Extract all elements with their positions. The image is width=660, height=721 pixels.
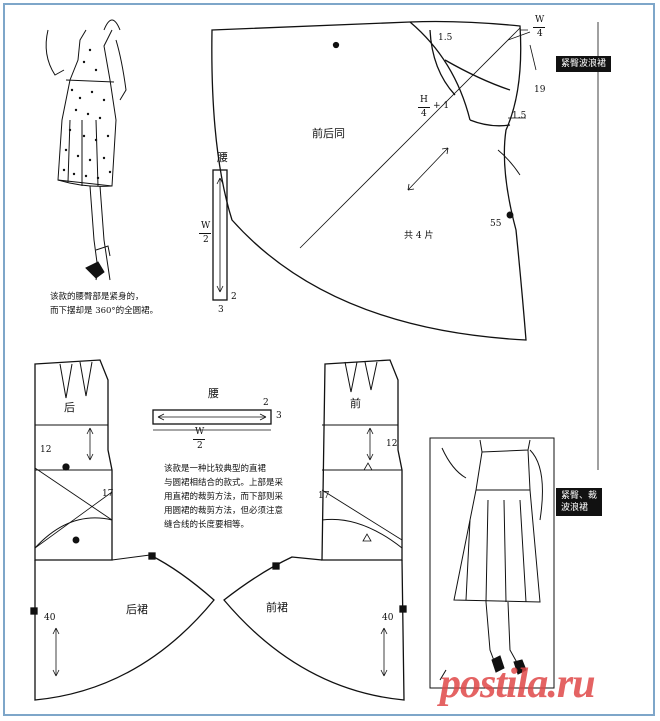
measure-55: 55 — [490, 219, 502, 229]
measure-w: W — [535, 15, 545, 25]
measure-h-fraction-bar — [418, 107, 430, 108]
pieces-count-label: 共 4 片 — [404, 231, 434, 241]
measure-h: H — [420, 95, 428, 105]
waistband-vertical-fraction-bar — [199, 233, 211, 234]
top-panel-label: 前后同 — [312, 127, 345, 140]
waistband-vertical-depth: 3 — [218, 305, 224, 315]
back-measure-17: 17 — [102, 489, 114, 499]
front-measure-40: 40 — [382, 613, 394, 623]
back-yoke-label: 后 — [64, 401, 75, 414]
back-skirt-flare — [34, 554, 215, 701]
waistband-horizontal-w-div: 2 — [197, 441, 203, 451]
middle-caption-line-1: 该款是一种比较典型的直裙 — [164, 464, 267, 474]
middle-caption-line-4: 用圆裙的裁剪方法，但必须注意 — [164, 506, 284, 516]
page-frame — [3, 3, 655, 716]
measure-19: 19 — [534, 85, 546, 95]
top-caption: 该款的腰臀部是紧身的， 而下摆却是 360°的全圆裙。 — [50, 290, 158, 318]
waistband-horizontal-width: 2 — [263, 398, 269, 408]
grainline-diagonal — [299, 27, 521, 249]
top-caption-line-1: 该款的腰臀部是紧身的， — [50, 292, 144, 302]
waistband-vertical-w-div: 2 — [203, 235, 209, 245]
middle-caption-line-3: 用直裙的裁剪方法，而下部则采 — [164, 492, 284, 502]
waistband-horizontal-fraction-bar — [193, 439, 205, 440]
top-panel-waist-curve — [409, 21, 471, 121]
waistband-horizontal-depth: 3 — [276, 411, 282, 421]
middle-caption-line-5: 缝合线的长度要相等。 — [164, 520, 250, 530]
front-skirt-flare — [223, 556, 405, 701]
front-yoke — [321, 359, 403, 561]
bottom-right-tag: 紧臀、裁 波浪裙 — [556, 488, 603, 516]
waistband-vertical-w: W — [201, 221, 211, 231]
back-yoke — [34, 359, 113, 561]
bottom-figure-frame — [429, 437, 555, 689]
measure-h-div: 4 — [421, 109, 427, 119]
measure-w-fraction-bar — [533, 27, 545, 28]
measure-1-5-top: 1.5 — [438, 33, 453, 43]
back-measure-12: 12 — [40, 445, 52, 455]
back-measure-40: 40 — [44, 613, 56, 623]
waistband-horizontal-title: 腰 — [208, 387, 219, 400]
bottom-figure-illustration — [439, 439, 543, 681]
middle-caption: 该款是一种比较典型的直裙 与圆裙相结合的款式。上部是采 用直裙的裁剪方法，而下部… — [164, 462, 283, 532]
top-caption-line-2: 而下摆却是 360°的全圆裙。 — [50, 306, 159, 316]
middle-caption-line-2: 与圆裙相结合的款式。上部是采 — [164, 478, 284, 488]
waistband-vertical-width: 2 — [231, 292, 237, 302]
waistband-horizontal — [152, 409, 272, 425]
measure-w-div: 4 — [537, 29, 543, 39]
front-measure-12: 12 — [386, 439, 398, 449]
waistband-vertical-title: 腰 — [217, 151, 228, 164]
waistband-horizontal-w: W — [195, 427, 205, 437]
bottom-right-tag-line-2: 波浪裙 — [561, 503, 589, 513]
measure-plus-1: + 1 — [433, 101, 450, 111]
waistband-vertical — [212, 169, 228, 301]
top-right-tag: 紧臀波浪裙 — [556, 56, 612, 72]
back-skirt-label: 后裙 — [126, 603, 148, 616]
measure-1-5-side: 1.5 — [512, 111, 527, 121]
front-measure-17: 17 — [318, 491, 330, 501]
bottom-right-tag-line-1: 紧臀、裁 — [561, 491, 598, 501]
front-yoke-label: 前 — [350, 397, 361, 410]
watermark-text: postila.ru — [440, 661, 596, 707]
top-figure-illustration — [45, 19, 127, 281]
top-panel-outline — [211, 20, 527, 341]
front-skirt-label: 前裙 — [266, 601, 288, 614]
